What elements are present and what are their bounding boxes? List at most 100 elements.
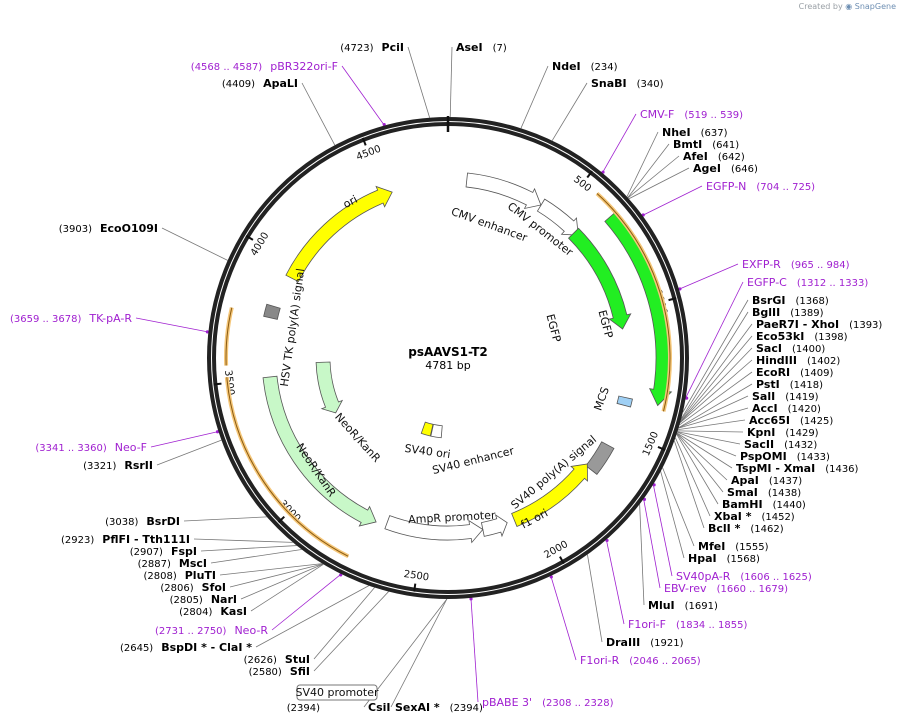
site-leader	[193, 538, 293, 543]
site-leader	[677, 431, 741, 445]
feature-arrows	[224, 172, 673, 559]
primer-label: Neo-R	[234, 624, 268, 637]
site-leader	[676, 433, 719, 505]
site-label: BsrGI	[752, 294, 785, 307]
site-label: KpnI	[747, 426, 775, 439]
site-position: (1409)	[800, 368, 833, 379]
site-leader	[390, 598, 448, 708]
site-leader	[677, 431, 737, 457]
site-position: (2808)	[143, 571, 176, 582]
feature-neor-inner	[315, 361, 344, 414]
site-position: (637)	[701, 128, 728, 139]
site-position: (2805)	[170, 595, 203, 606]
site-leader	[449, 46, 453, 118]
primer-mark	[685, 396, 689, 400]
label-egfp-inner: EGFP	[543, 313, 563, 344]
site-label: PaeR7I - XhoI	[756, 318, 839, 331]
site-leader	[678, 419, 746, 431]
primer-label: EBV-rev	[664, 582, 707, 595]
site-label: Acc65I	[749, 414, 790, 427]
feature-sv40enh	[430, 423, 443, 439]
site-position: (1555)	[735, 542, 768, 553]
site-leader	[551, 82, 588, 141]
label-leader-lines	[135, 46, 753, 708]
primer-label: pBABE 3'	[482, 696, 532, 709]
feature-f1ori	[511, 463, 588, 527]
site-leader	[675, 437, 711, 517]
site-position: (2887)	[138, 559, 171, 570]
orf-band-line	[596, 193, 671, 412]
site-label: XbaI *	[714, 510, 752, 523]
scale-tick	[277, 515, 285, 523]
site-label: SacII	[744, 438, 774, 451]
site-leader	[313, 591, 389, 672]
sv40-promoter-box	[296, 684, 378, 701]
site-label: AgeI	[693, 162, 721, 175]
site-position: (2923)	[61, 535, 94, 546]
label-neor-inner: NeoR/KanR	[332, 410, 383, 465]
site-position: (1420)	[788, 404, 821, 415]
site-leader	[680, 335, 753, 422]
site-position: (234)	[591, 62, 618, 73]
site-label: SmaI	[727, 486, 758, 499]
site-leader	[678, 407, 749, 429]
snapgene-credit: Created by ◉ SnapGene	[799, 2, 896, 11]
site-position: (2907)	[130, 547, 163, 558]
site-label: CsiI	[368, 701, 390, 714]
site-leader	[626, 131, 659, 197]
primer-leader	[150, 431, 219, 448]
site-position: (1402)	[807, 356, 840, 367]
site-label: NheI	[662, 126, 691, 139]
map-title: psAAVS1-T2	[408, 345, 488, 359]
feature-hsvtk	[263, 303, 281, 320]
primer-label: pBR322ori-F	[270, 60, 338, 73]
orf-band-line	[225, 307, 233, 366]
site-label: PluTI	[185, 569, 216, 582]
site-position: (1433)	[797, 452, 830, 463]
site-position: (1400)	[792, 344, 825, 355]
site-label: SfoI	[202, 581, 226, 594]
site-label: BsrDI	[146, 515, 180, 528]
site-label: PstI	[756, 378, 780, 391]
site-label: AfeI	[683, 150, 708, 163]
site-label: Eco53kI	[756, 330, 804, 343]
primer-mark	[678, 287, 682, 291]
site-position: (3038)	[105, 517, 138, 528]
primer-mark	[205, 330, 210, 334]
site-position: (2645)	[120, 643, 153, 654]
primer-label: F1ori-F	[628, 618, 666, 631]
site-position: (3903)	[59, 224, 92, 235]
map-size: 4781 bp	[425, 359, 470, 372]
site-position: (1432)	[784, 440, 817, 451]
scale-tick	[559, 556, 565, 565]
primer-position: (2308 .. 2328)	[542, 698, 614, 709]
site-label: SexAI *	[395, 701, 440, 714]
site-label: PciI	[382, 41, 404, 54]
site-position: (2626)	[244, 655, 277, 666]
primer-position: (1312 .. 1333)	[797, 278, 869, 289]
site-position: (1452)	[761, 512, 794, 523]
site-leader	[156, 439, 222, 466]
primer-leader	[271, 573, 342, 631]
site-position: (1425)	[800, 416, 833, 427]
primer-mark	[469, 597, 473, 601]
site-leader	[161, 227, 228, 261]
feature-neor-outer	[262, 375, 377, 527]
site-leader	[682, 299, 749, 413]
site-label: PspOMI	[740, 450, 787, 463]
primer-leader	[341, 65, 385, 126]
primer-position: (3659 .. 3678)	[10, 314, 82, 325]
primer-position: (2046 .. 2065)	[629, 656, 701, 667]
site-label: AseI	[456, 41, 483, 54]
primer-label: EGFP-N	[706, 180, 746, 193]
site-label: BglII	[752, 306, 780, 319]
site-leader	[639, 504, 645, 606]
site-leader	[660, 471, 685, 559]
site-position: (1436)	[825, 464, 858, 475]
site-position: (1389)	[790, 308, 823, 319]
site-leader	[676, 432, 733, 469]
site-leader	[680, 323, 753, 421]
primer-leader	[605, 539, 625, 625]
site-leader	[240, 563, 324, 600]
